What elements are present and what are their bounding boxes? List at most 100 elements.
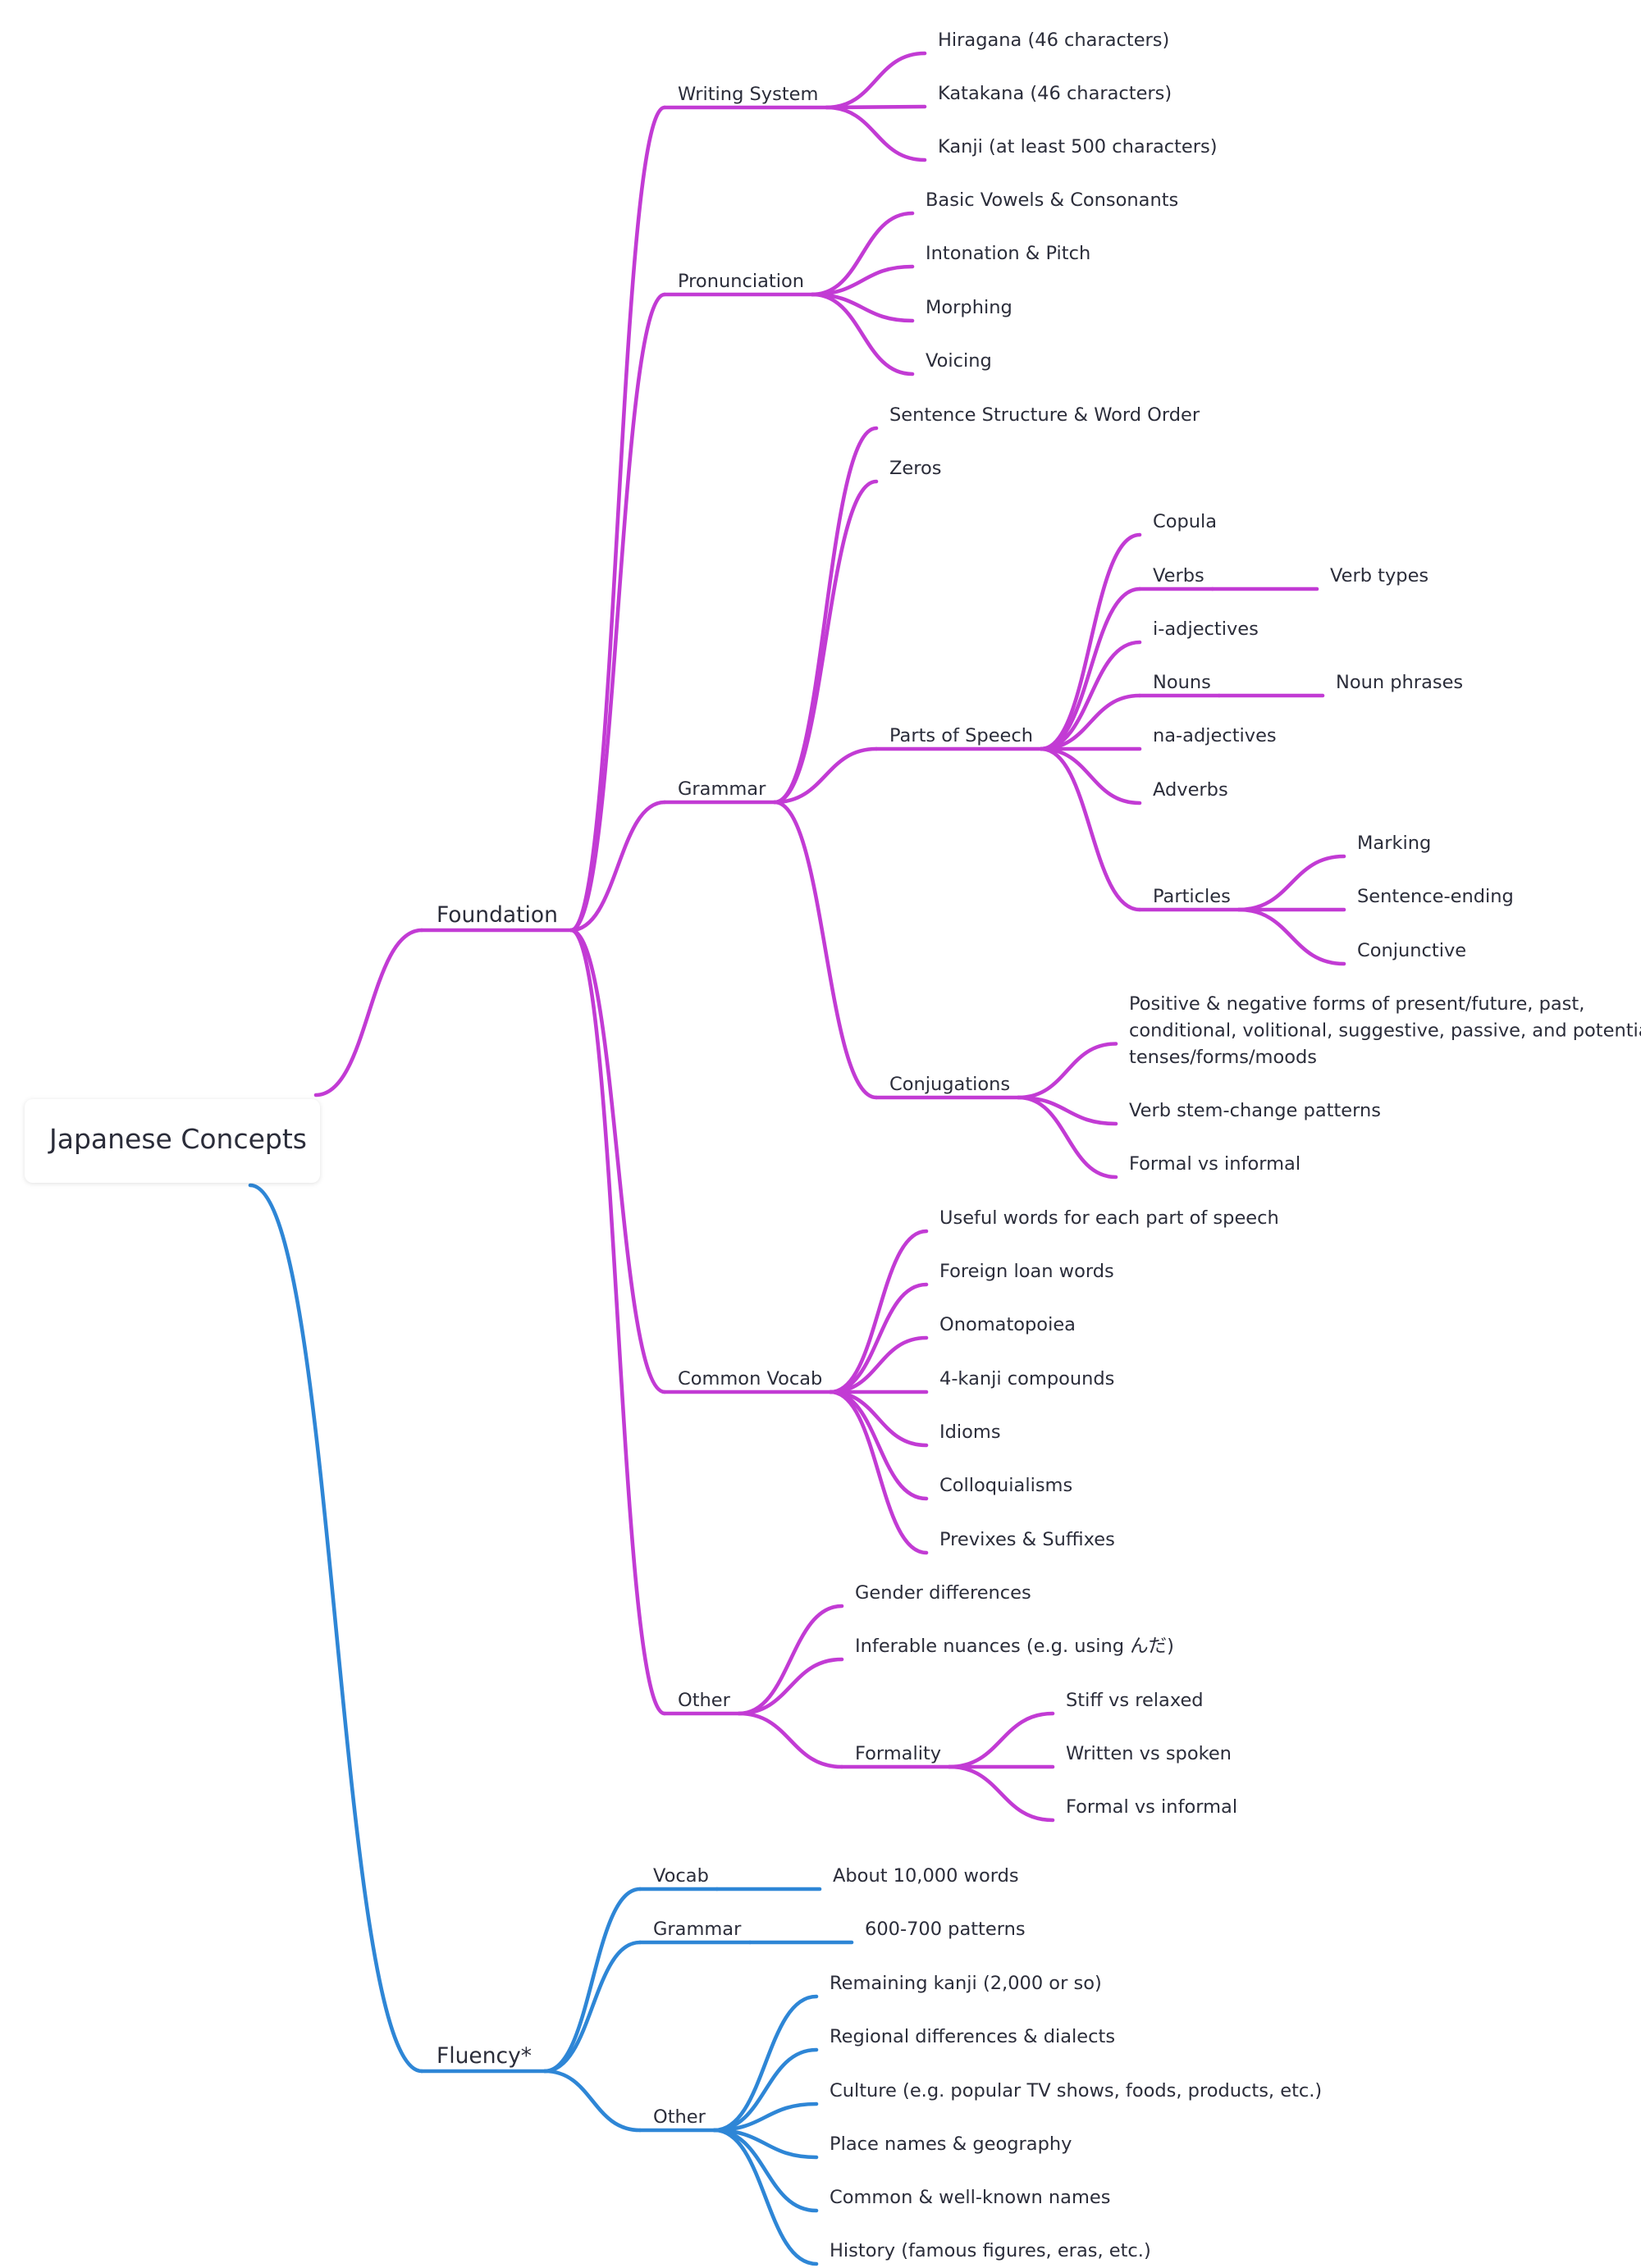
node-adverbs[interactable]: Adverbs	[1153, 779, 1228, 801]
node-culture-e-g-popular-tv-shows-foods-products-etc[interactable]: Culture (e.g. popular TV shows, foods, p…	[830, 2080, 1322, 2101]
connector-gender-differences	[737, 1604, 844, 1716]
node-na-adjectives[interactable]: na-adjectives	[1153, 725, 1277, 746]
node-common-vocab[interactable]: Common Vocab	[678, 1368, 822, 1390]
connector-other	[569, 928, 667, 1716]
node-other[interactable]: Other	[653, 2106, 706, 2128]
node-regional-differences-dialects[interactable]: Regional differences & dialects	[830, 2026, 1115, 2047]
connector-other	[542, 2069, 642, 2133]
node-fluency[interactable]: Fluency*	[437, 2043, 532, 2069]
node-formal-vs-informal[interactable]: Formal vs informal	[1066, 1796, 1237, 1818]
node-zeros[interactable]: Zeros	[889, 458, 942, 479]
node-copula[interactable]: Copula	[1153, 511, 1217, 532]
connector-positive-negative-forms-of-present-future-past-conditional-volitional-suggestive-passive-and-potential-tenses-forms-moods	[1016, 1042, 1118, 1100]
node-600-700-patterns[interactable]: 600-700 patterns	[865, 1919, 1026, 1940]
node-foundation[interactable]: Foundation	[437, 902, 558, 928]
node-idioms[interactable]: Idioms	[939, 1421, 1001, 1443]
node-writing-system[interactable]: Writing System	[678, 84, 818, 105]
connector-useful-words-for-each-part-of-speech	[829, 1229, 929, 1394]
connector-intonation-pitch	[810, 264, 915, 297]
connector-writing-system	[569, 105, 667, 933]
connector-history-famous-figures-eras-etc	[712, 2128, 819, 2266]
connector-copula	[1039, 532, 1142, 751]
node-hiragana-46-characters[interactable]: Hiragana (46 characters)	[938, 30, 1169, 51]
connector-inferable-nuances-e-g-using	[737, 1657, 844, 1716]
connector-foreign-loan-words	[829, 1282, 929, 1394]
connector-regional-differences-dialects	[712, 2047, 819, 2133]
node-katakana-46-characters[interactable]: Katakana (46 characters)	[938, 83, 1172, 104]
connector-grammar	[542, 1940, 642, 2074]
node-conjunctive[interactable]: Conjunctive	[1357, 940, 1466, 961]
connector-layer	[248, 51, 1346, 2266]
node-grammar[interactable]: Grammar	[653, 1919, 742, 1940]
connector-formal-vs-informal	[1016, 1095, 1118, 1180]
node-conjugations[interactable]: Conjugations	[889, 1074, 1010, 1095]
node-positive-negative-forms-of-present-future-past-conditional-volitional-suggestive-passive-and-potential-tenses-forms-moods[interactable]: Positive & negative forms of present/fut…	[1129, 993, 1641, 1068]
node-previxes-suffixes[interactable]: Previxes & Suffixes	[939, 1529, 1115, 1550]
node-nouns[interactable]: Nouns	[1153, 672, 1211, 693]
connector-marking	[1236, 854, 1346, 912]
node-sentence-ending[interactable]: Sentence-ending	[1357, 886, 1514, 907]
node-basic-vowels-consonants[interactable]: Basic Vowels & Consonants	[926, 189, 1178, 211]
node-foreign-loan-words[interactable]: Foreign loan words	[939, 1261, 1114, 1282]
node-verb-stem-change-patterns[interactable]: Verb stem-change patterns	[1129, 1100, 1381, 1121]
connector-verbs	[1039, 586, 1142, 751]
node-parts-of-speech[interactable]: Parts of Speech	[889, 725, 1033, 746]
connector-foundation	[313, 928, 424, 1097]
connector-pronunciation	[569, 292, 667, 933]
node-vocab[interactable]: Vocab	[653, 1865, 709, 1887]
node-4-kanji-compounds[interactable]: 4-kanji compounds	[939, 1368, 1114, 1390]
node-onomatopoiea[interactable]: Onomatopoiea	[939, 1314, 1076, 1335]
connector-culture-e-g-popular-tv-shows-foods-products-etc	[712, 2101, 819, 2133]
node-about-10-000-words[interactable]: About 10,000 words	[833, 1865, 1019, 1887]
connector-adverbs	[1039, 746, 1142, 805]
connector-i-adjectives	[1039, 640, 1142, 751]
node-formality[interactable]: Formality	[855, 1743, 941, 1764]
connector-nouns	[1039, 693, 1142, 751]
connector-onomatopoiea	[829, 1335, 929, 1394]
connector-remaining-kanji-2-000-or-so	[712, 1994, 819, 2133]
connector-particles	[1039, 746, 1142, 912]
connector-hiragana-46-characters	[825, 51, 927, 110]
root-node-box	[25, 1099, 320, 1183]
connector-stiff-vs-relaxed	[947, 1711, 1055, 1769]
node-gender-differences[interactable]: Gender differences	[855, 1582, 1031, 1604]
node-colloquialisms[interactable]: Colloquialisms	[939, 1475, 1072, 1496]
node-layer: Japanese Concepts Foundation Writing Syste…	[25, 30, 1641, 2261]
node-history-famous-figures-eras-etc[interactable]: History (famous figures, eras, etc.)	[830, 2240, 1151, 2261]
connector-kanji-at-least-500-characters	[825, 105, 927, 162]
connector-conjugations	[772, 800, 879, 1100]
node-place-names-geography[interactable]: Place names & geography	[830, 2133, 1072, 2155]
node-voicing[interactable]: Voicing	[926, 350, 992, 372]
node-common-well-known-names[interactable]: Common & well-known names	[830, 2187, 1110, 2208]
node-inferable-nuances-e-g-using[interactable]: Inferable nuances (e.g. using んだ)	[855, 1636, 1174, 1657]
node-grammar[interactable]: Grammar	[678, 778, 766, 800]
node-particles[interactable]: Particles	[1153, 886, 1231, 907]
connector-formal-vs-informal	[947, 1764, 1055, 1823]
node-morphing[interactable]: Morphing	[926, 297, 1012, 318]
node-sentence-structure-word-order[interactable]: Sentence Structure & Word Order	[889, 404, 1200, 426]
node-verb-types[interactable]: Verb types	[1330, 565, 1428, 586]
node-i-adjectives[interactable]: i-adjectives	[1153, 618, 1259, 640]
connector-common-vocab	[569, 928, 667, 1394]
node-other[interactable]: Other	[678, 1690, 731, 1711]
node-remaining-kanji-2-000-or-so[interactable]: Remaining kanji (2,000 or so)	[830, 1973, 1102, 1994]
node-pronunciation[interactable]: Pronunciation	[678, 271, 804, 292]
connector-formality	[737, 1711, 844, 1769]
node-formal-vs-informal[interactable]: Formal vs informal	[1129, 1153, 1300, 1175]
node-useful-words-for-each-part-of-speech[interactable]: Useful words for each part of speech	[939, 1207, 1279, 1229]
connector-conjunctive	[1236, 907, 1346, 966]
connector-voicing	[810, 292, 915, 376]
node-verbs[interactable]: Verbs	[1153, 565, 1204, 586]
node-written-vs-spoken[interactable]: Written vs spoken	[1066, 1743, 1232, 1764]
node-intonation-pitch[interactable]: Intonation & Pitch	[926, 243, 1090, 264]
connector-parts-of-speech	[772, 746, 879, 805]
node-marking[interactable]: Marking	[1357, 833, 1431, 854]
node-stiff-vs-relaxed[interactable]: Stiff vs relaxed	[1066, 1690, 1204, 1711]
connector-grammar	[569, 800, 667, 933]
node-noun-phrases[interactable]: Noun phrases	[1336, 672, 1463, 693]
connector-basic-vowels-consonants	[810, 211, 915, 297]
node-kanji-at-least-500-characters[interactable]: Kanji (at least 500 characters)	[938, 136, 1218, 157]
root-node-title[interactable]: Japanese Concepts	[48, 1123, 307, 1155]
connector-fluency	[248, 1183, 424, 2074]
